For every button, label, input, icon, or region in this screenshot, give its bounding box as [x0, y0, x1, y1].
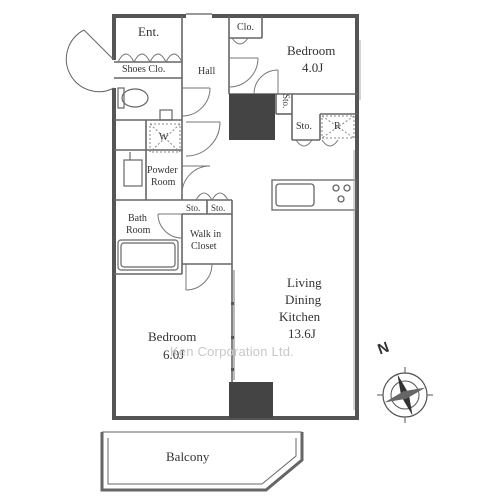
label-closet: Clo. [237, 22, 254, 33]
label-bath-room-1: Bath [128, 213, 147, 224]
compass-icon [377, 367, 433, 423]
columns [229, 94, 275, 418]
right-window [353, 40, 361, 410]
label-ldk-3: Kitchen [279, 309, 321, 324]
label-ldk-2: Dining [285, 292, 322, 307]
label-balcony: Balcony [166, 449, 210, 464]
label-entrance: Ent. [138, 24, 160, 39]
label-walk-in-closet-2: Closet [191, 241, 217, 252]
label-ldk-size: 13.6J [288, 326, 316, 341]
label-shoes-closet: Shoes Clo. [122, 64, 166, 75]
label-bath-room-2: Room [126, 225, 151, 236]
label-storage-left: Sto. [186, 203, 201, 213]
label-storage-mid: Sto. [296, 121, 312, 132]
label-washer: W [159, 132, 169, 143]
washer-space [149, 115, 355, 153]
label-storage-small: Sto. [281, 94, 291, 109]
label-bedroom1-size: 4.0J [302, 60, 324, 75]
label-refrigerator: R [334, 121, 341, 132]
label-powder-room-2: Room [151, 177, 176, 188]
toilet [117, 87, 173, 121]
kitchen-counter [271, 179, 357, 211]
label-hall: Hall [198, 66, 216, 77]
sliding-marks [231, 302, 234, 371]
doors [117, 37, 339, 380]
label-walk-in-closet-1: Walk in [190, 229, 222, 240]
vanity [123, 152, 143, 187]
bathtub [117, 239, 179, 271]
entrance-door [65, 29, 115, 93]
label-bedroom2-size: 6.0J [163, 347, 185, 362]
watermark: Ken Corporation Ltd. [170, 344, 294, 359]
balcony [100, 431, 304, 492]
label-storage-right: Sto. [211, 203, 226, 213]
label-bedroom2-name: Bedroom [148, 329, 197, 344]
label-bedroom1-name: Bedroom [287, 43, 336, 58]
label-ldk-1: Living [287, 275, 322, 290]
label-powder-room-1: Powder [147, 165, 178, 176]
